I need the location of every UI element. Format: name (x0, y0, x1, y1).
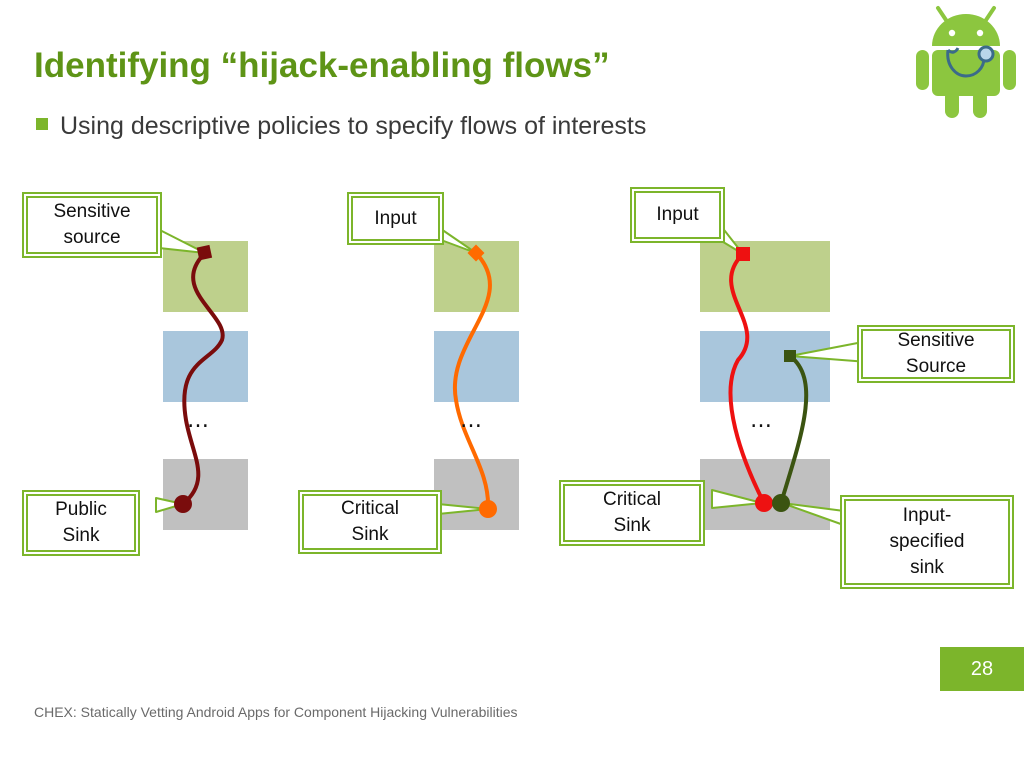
data-flow-3-sensitive (779, 354, 809, 504)
callout-pointer (149, 224, 206, 254)
component-stack-1 (163, 241, 248, 530)
sink-marker (772, 494, 790, 512)
ellipsis: … (187, 408, 211, 433)
component-stack-3 (700, 241, 830, 530)
ellipsis: … (460, 408, 484, 433)
page-number: 28 (940, 647, 1024, 691)
source-marker (196, 244, 213, 261)
callout-text: Sensitive Source (897, 330, 975, 377)
callout-sensitive-source: Sensitive Source (861, 329, 1011, 379)
source-block (700, 241, 830, 312)
callout-critical-sink: Critical Sink (302, 494, 438, 550)
callout-text: Input (374, 207, 417, 229)
middle-block (434, 331, 519, 402)
callout-text: Critical Sink (602, 489, 662, 536)
callout-input: Input (351, 196, 440, 241)
sink-marker (174, 495, 192, 513)
callout-text: Input (656, 204, 699, 225)
android-doctor-icon (916, 6, 1016, 118)
data-flow-3-input (728, 252, 766, 504)
source-marker (736, 247, 750, 261)
slide-title: Identifying “hijack-enabling flows” (34, 46, 610, 85)
source-marker (467, 244, 485, 262)
sink-block (434, 459, 519, 530)
callout-critical-sink: Critical Sink (563, 484, 701, 542)
middle-block (163, 331, 248, 402)
square-bullet-icon (36, 118, 48, 130)
sink-block (163, 459, 248, 530)
data-flow-2 (452, 251, 492, 510)
data-flow-1 (181, 251, 225, 506)
middle-block (700, 331, 830, 402)
bullet-text: Using descriptive policies to specify fl… (60, 112, 647, 140)
callout-pointer (711, 489, 763, 509)
callout-input-specified-sink: Input-specified sink (844, 499, 1010, 585)
footer-text: CHEX: Statically Vetting Android Apps fo… (34, 704, 518, 720)
callout-input: Input (634, 191, 721, 239)
callout-public-sink: Public Sink (26, 494, 136, 552)
source-marker (784, 350, 796, 362)
callout-text: Sensitive source (53, 201, 131, 248)
callout-text: Public Sink (55, 499, 107, 546)
sink-marker (479, 500, 497, 518)
callout-pointer (155, 497, 184, 513)
component-stack-2 (434, 241, 519, 530)
callout-sensitive-source: Sensitive source (26, 196, 158, 254)
sink-marker (755, 494, 773, 512)
callout-text: Input-specified sink (889, 505, 965, 578)
callout-text: Critical Sink (340, 498, 400, 545)
ellipsis: … (750, 408, 774, 433)
